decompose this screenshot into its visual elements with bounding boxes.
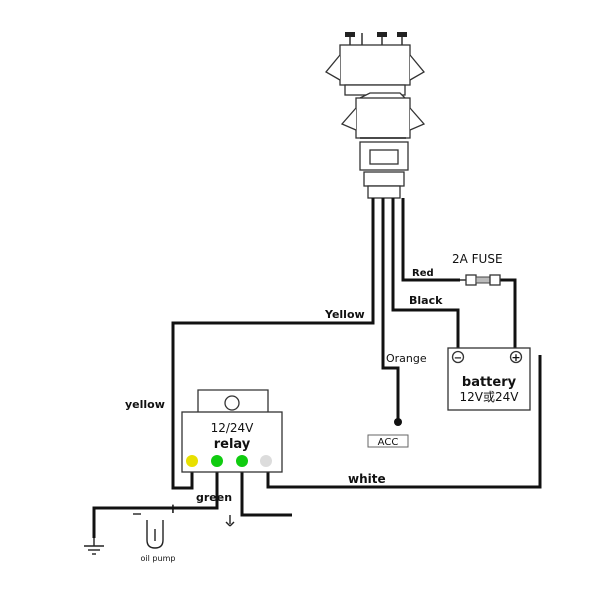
green-wire [92, 470, 219, 538]
white-label: white [348, 472, 386, 486]
yellow-upper-label: Yellow [324, 308, 365, 321]
battery-plus-sign: + [511, 351, 520, 364]
connector-upper [325, 32, 425, 96]
relay-voltage: 12/24V [211, 421, 255, 435]
black-wire [391, 198, 460, 348]
acc-label: ACC [378, 437, 399, 448]
orange-wire [381, 198, 400, 420]
red-wire [401, 198, 460, 282]
fuse-label: 2A FUSE [452, 252, 503, 266]
relay-pin-yellow [186, 455, 198, 467]
relay-name: relay [214, 437, 251, 452]
battery-name: battery [462, 375, 517, 390]
yellow-left-label: yellow [125, 398, 165, 411]
relay-pin-grey [260, 455, 272, 467]
black-label: Black [409, 294, 443, 307]
pump-minus-sign: − [132, 501, 142, 515]
battery [447, 347, 531, 411]
acc-terminal [394, 418, 402, 426]
orange-label: Orange [386, 352, 427, 365]
battery-minus-sign: − [454, 353, 462, 364]
fuse [460, 274, 501, 286]
oil-pump [133, 513, 164, 549]
green-wire-2 [240, 470, 292, 517]
connector-lower [340, 92, 426, 199]
red-label: Red [412, 268, 434, 279]
relay-pin-green-2 [236, 455, 248, 467]
ground-icon [84, 538, 104, 555]
white-wire [266, 355, 542, 489]
switch-icon [225, 515, 235, 527]
acc-box [367, 434, 409, 448]
green-label: green [196, 491, 232, 504]
fuse-to-battery-plus-wire [500, 278, 517, 348]
battery-voltage: 12V或24V [460, 390, 520, 404]
pump-plus-sign: + [168, 502, 179, 517]
pump-label: oil pump [141, 554, 176, 563]
yellow-wire [171, 198, 375, 490]
relay-pin-green-1 [211, 455, 223, 467]
